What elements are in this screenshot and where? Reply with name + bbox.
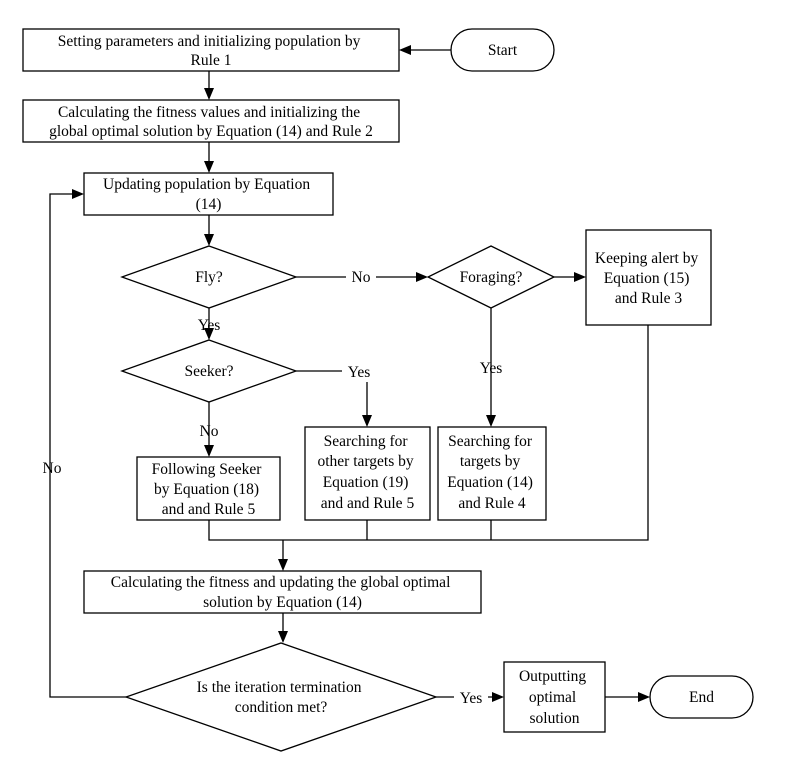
termination-decision [124, 642, 438, 752]
edge-fly-yes-to-seeker [204, 308, 214, 340]
edge-label-terminate-no: No [43, 460, 62, 477]
edge-start-to-init [399, 45, 451, 55]
edge-update-to-fly [204, 215, 214, 246]
fitness-init-label: Calculating the fitness values and initi… [49, 104, 373, 140]
end-label: End [689, 689, 714, 706]
edge-fitness-update-to-terminate [278, 613, 288, 643]
edge-output-to-end [605, 692, 650, 702]
edge-label-terminate-yes: Yes [460, 690, 483, 707]
follow-seeker-label: Following Seeker by Equation (18) and an… [152, 461, 266, 518]
update-population-label: Updating population by Equation (14) [103, 176, 314, 213]
edge-label-seeker-no: No [200, 423, 219, 440]
start-label: Start [488, 42, 518, 59]
keep-alert-node [585, 229, 712, 326]
search-targets-label: Searching for targets by Equation (14) a… [447, 433, 537, 512]
search-other-targets-node [304, 426, 431, 521]
foraging-label: Foraging? [460, 269, 523, 286]
edge-label-seeker-yes: Yes [348, 364, 371, 381]
keep-alert-label: Keeping alert by Equation (15) and Rule … [595, 250, 702, 307]
termination-label: Is the iteration termination condition m… [197, 679, 366, 716]
update-population-node [83, 172, 334, 216]
edge-label-foraging-yes: Yes [480, 360, 503, 377]
fitness-update-label: Calculating the fitness and updating the… [111, 574, 455, 611]
fly-label: Fly? [195, 269, 223, 286]
fitness-update-node [83, 570, 482, 614]
edge-terminate-no-loop [49, 189, 126, 698]
edge-init-to-fitness [204, 71, 214, 100]
search-targets-node [437, 426, 547, 521]
edge-foraging-to-alert [554, 272, 586, 282]
edge-label-fly-no: No [352, 269, 371, 286]
fitness-init-node [22, 99, 400, 143]
edge-label-fly-yes: Yes [198, 317, 221, 334]
edge-fitness-to-update [204, 142, 214, 173]
output-label: Outputting optimal solution [519, 668, 590, 727]
edge-foraging-yes-to-search-targets [486, 308, 496, 427]
follow-seeker-node [136, 456, 281, 521]
search-other-targets-label: Searching for other targets by Equation … [317, 433, 417, 512]
edge-merge-to-fitness-update [208, 325, 649, 571]
seeker-label: Seeker? [184, 363, 233, 380]
init-label: Setting parameters and initializing popu… [58, 33, 365, 69]
init-node [22, 28, 400, 72]
output-node [503, 661, 606, 733]
edge-seeker-no-to-follow [204, 402, 214, 457]
